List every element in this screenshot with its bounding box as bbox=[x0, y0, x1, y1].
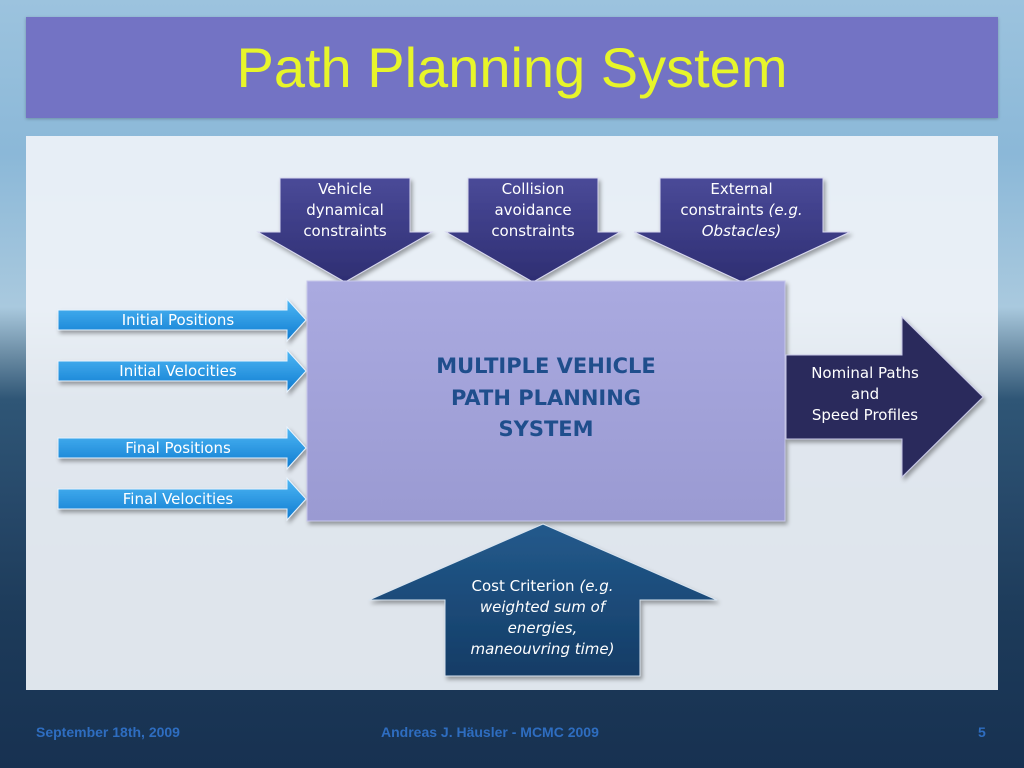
constraint-label-line: avoidance bbox=[494, 201, 572, 219]
input-label-final-velocities: Final Velocities bbox=[122, 490, 234, 508]
center-box-label: MULTIPLE VEHICLE PATH PLANNING SYSTEM bbox=[307, 351, 785, 446]
constraint-label-line: dynamical bbox=[306, 201, 384, 219]
constraint-label-italic: (e.g. bbox=[768, 201, 803, 219]
center-box-line: SYSTEM bbox=[498, 417, 594, 441]
input-label-final-positions: Final Positions bbox=[125, 439, 231, 457]
input-arrow-final-velocities bbox=[57, 476, 307, 522]
cost-arrow bbox=[368, 523, 718, 677]
center-box bbox=[306, 280, 786, 522]
input-arrow-initial-velocities bbox=[57, 348, 307, 394]
constraint-label-line: Obstacles) bbox=[660, 221, 823, 242]
cost-label-italic: energies, bbox=[507, 619, 578, 637]
constraint-label-line: constraints (e.g. bbox=[660, 200, 823, 221]
cost-label-line: weighted sum of bbox=[445, 597, 640, 618]
cost-label-italic: (e.g. bbox=[579, 577, 614, 595]
output-label-line: Speed Profiles bbox=[811, 406, 919, 424]
input-label-initial-velocities: Initial Velocities bbox=[119, 362, 237, 380]
footer-page-number: 5 bbox=[978, 724, 986, 740]
constraint-label-vehicle: Vehicle dynamical constraints bbox=[280, 179, 410, 242]
title-bar: Path Planning System bbox=[26, 17, 998, 118]
constraint-label-line: Vehicle bbox=[318, 180, 372, 198]
constraint-label-collision: Collision avoidance constraints bbox=[468, 179, 598, 242]
cost-label-italic: weighted sum of bbox=[479, 598, 606, 616]
cost-label-line: maneouvring time) bbox=[445, 639, 640, 660]
cost-label-italic: maneouvring time) bbox=[470, 640, 615, 658]
input-arrow-final-positions bbox=[57, 425, 307, 471]
slide-title: Path Planning System bbox=[236, 36, 788, 99]
footer-date: September 18th, 2009 bbox=[36, 724, 180, 740]
center-box-line: MULTIPLE VEHICLE bbox=[436, 354, 656, 378]
constraint-arrow-vehicle bbox=[256, 177, 434, 283]
constraint-arrow-collision bbox=[444, 177, 622, 283]
output-label-line: and bbox=[850, 385, 880, 403]
constraint-label-line: Collision bbox=[501, 180, 565, 198]
output-arrow bbox=[785, 315, 984, 479]
constraint-label-external: External constraints (e.g. Obstacles) bbox=[660, 179, 823, 242]
output-label: Nominal Paths and Speed Profiles bbox=[790, 363, 940, 426]
constraint-label-line: constraints bbox=[303, 222, 387, 240]
footer-author: Andreas J. Häusler - MCMC 2009 bbox=[381, 724, 599, 740]
constraint-label-line: External bbox=[710, 180, 773, 198]
constraint-label-italic: Obstacles) bbox=[701, 222, 782, 240]
input-arrow-initial-positions bbox=[57, 297, 307, 343]
constraint-label-line: constraints bbox=[491, 222, 575, 240]
input-label-initial-positions: Initial Positions bbox=[121, 311, 235, 329]
center-box-line: PATH PLANNING bbox=[450, 385, 642, 410]
constraint-label-text: constraints bbox=[680, 201, 764, 219]
output-label-line: Nominal Paths bbox=[811, 364, 919, 382]
cost-label: Cost Criterion (e.g. weighted sum of ene… bbox=[445, 576, 640, 660]
cost-label-line: Cost Criterion (e.g. bbox=[445, 576, 640, 597]
cost-label-text: Cost Criterion bbox=[471, 577, 575, 595]
cost-label-line: energies, bbox=[445, 618, 640, 639]
constraint-arrow-external bbox=[633, 177, 851, 283]
